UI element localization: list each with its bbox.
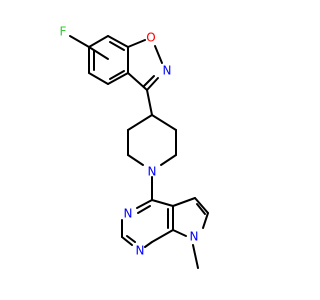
pyrimidine-ring: [121, 199, 174, 248]
bond: [127, 154, 144, 166]
double-bond: [126, 235, 136, 243]
double-bond: [137, 205, 151, 214]
bond-o-n: [154, 45, 163, 64]
bond: [127, 72, 148, 91]
piperidine-n-atom-label: N: [148, 165, 157, 179]
double-bond: [143, 75, 155, 87]
bond: [88, 35, 109, 48]
bond: [151, 199, 174, 207]
pyrrole-n-atom-label: N: [190, 230, 199, 244]
fluorine-atom-label: F: [60, 25, 67, 39]
bond: [146, 77, 159, 91]
pyrimidine-n3-atom-label: N: [124, 207, 133, 221]
pyrimidine-n1-atom-label: N: [136, 244, 145, 258]
isoxazole-n-atom-label: N: [163, 64, 172, 78]
bond: [160, 154, 177, 166]
oxygen-atom-label: O: [146, 31, 155, 45]
bond: [127, 114, 153, 131]
bond-c-f: [69, 35, 90, 48]
piperidine-ring: [127, 114, 177, 166]
molecule-structure: F O N N N N N: [60, 25, 209, 269]
bond: [194, 197, 209, 214]
bond: [151, 229, 174, 243]
isoxazole-ring: [127, 39, 163, 91]
molecule-canvas: F O N N N N N: [60, 25, 209, 269]
bond-n-methyl: [192, 244, 199, 269]
bond: [144, 241, 153, 248]
pyrrole-ring: [172, 197, 209, 237]
bond: [88, 72, 109, 85]
bond: [88, 46, 109, 60]
double-bond: [109, 41, 125, 51]
bond: [172, 197, 196, 207]
bond: [121, 236, 133, 246]
bond: [202, 212, 209, 229]
bond: [127, 39, 146, 48]
double-bond: [196, 203, 206, 215]
bond: [136, 199, 153, 209]
bond: [107, 35, 129, 48]
bond-linker: [146, 89, 153, 116]
bond: [172, 229, 187, 237]
double-bond: [109, 70, 125, 80]
benzene-ring: [88, 35, 129, 85]
bond: [107, 72, 129, 85]
bond: [151, 114, 177, 131]
